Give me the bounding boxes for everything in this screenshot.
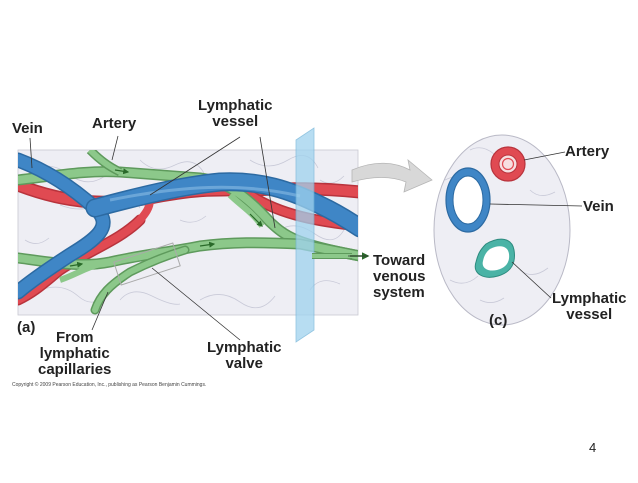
label-c-vein: Vein — [583, 198, 614, 215]
section-arrow — [351, 158, 433, 193]
label-from-line2: lymphatic — [39, 345, 110, 362]
valve-highlight-box — [113, 242, 181, 286]
label-panel-a: (a) — [17, 319, 36, 336]
label-from-line3: capillaries — [38, 361, 112, 378]
leader-lines — [29, 135, 583, 341]
cross-section-c — [433, 134, 571, 326]
label-vein: Vein — [12, 120, 43, 137]
label-artery: Artery — [92, 115, 137, 132]
label-c-lymphatic-line1: Lymphatic — [552, 290, 627, 307]
label-c-lymphatic-line2: vessel — [566, 306, 613, 323]
copyright-notice: Copyright © 2009 Pearson Education, Inc.… — [12, 382, 207, 388]
label-lymphatic-valve: Lymphatic valve — [207, 340, 281, 372]
page-number: 4 — [589, 440, 597, 455]
label-toward-line2: venous — [373, 268, 426, 285]
label-lymphatic-vessel: Lymphatic vessel — [198, 98, 272, 130]
label-toward-line3: system — [373, 284, 425, 301]
label-panel-c: (c) — [489, 312, 508, 329]
label-c-lymphatic-vessel: Lymphatic vessel — [552, 291, 626, 323]
label-c-artery: Artery — [565, 143, 610, 160]
label-toward-line1: Toward — [373, 252, 426, 269]
label-lymphatic-vessel-line1: Lymphatic — [198, 97, 273, 114]
label-lymphatic-valve-line1: Lymphatic — [207, 339, 282, 356]
label-from-line1: From — [55, 329, 94, 346]
label-from-lymphatic-capillaries: From lymphatic capillaries — [38, 330, 111, 378]
label-lymphatic-valve-line2: valve — [225, 355, 263, 372]
label-lymphatic-vessel-line2: vessel — [212, 113, 259, 130]
section-plane — [295, 127, 315, 343]
label-toward-venous-system: Toward venous system — [373, 253, 426, 301]
